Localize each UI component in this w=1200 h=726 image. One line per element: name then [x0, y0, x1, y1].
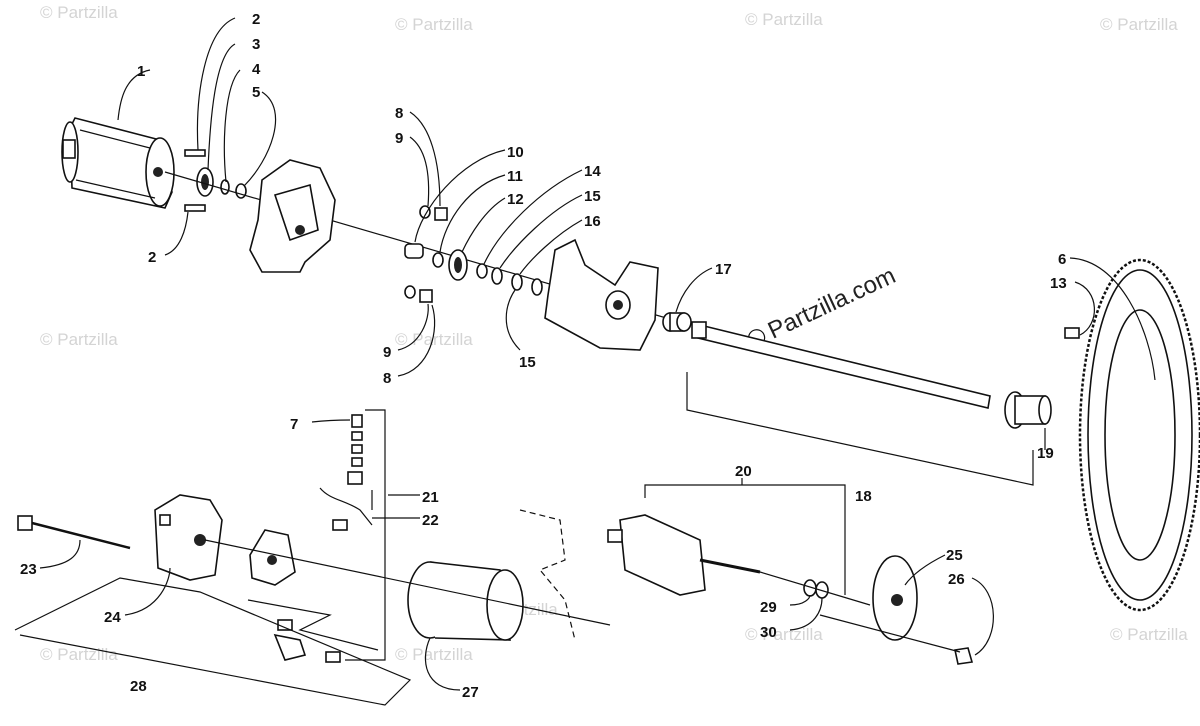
support-bracket-part	[544, 238, 659, 351]
pinion-stack-part	[404, 243, 543, 296]
callout-bracket	[686, 372, 1034, 486]
callout-5: 5	[252, 84, 260, 101]
callout-19: 19	[1037, 445, 1054, 462]
leader-lines	[39, 17, 1156, 691]
watermark: © Partzilla	[745, 625, 823, 644]
watermark: © Partzilla	[1100, 15, 1178, 34]
callout-10: 10	[507, 144, 524, 161]
callout-11: 11	[507, 168, 523, 185]
callout-21: 21	[422, 489, 439, 506]
watermark: © Partzilla	[40, 330, 118, 349]
callout-28: 28	[130, 678, 147, 695]
watermark: © Partzilla	[1110, 625, 1188, 644]
nut-part	[954, 647, 974, 665]
callout-25: 25	[946, 547, 963, 564]
bushing-part	[662, 312, 692, 332]
callout-26: 26	[948, 571, 965, 588]
callout-17: 17	[715, 261, 732, 278]
housing-part	[407, 561, 524, 641]
watermark: © Partzilla	[40, 3, 118, 22]
callout-16: 16	[584, 213, 601, 230]
callout-23: 23	[20, 561, 37, 578]
axis-line	[819, 614, 961, 653]
callout-7: 7	[290, 416, 298, 433]
callout-12: 12	[507, 191, 524, 208]
callout-27: 27	[462, 684, 479, 701]
callout-9: 9	[395, 130, 403, 147]
ring-gear-part	[1078, 258, 1200, 612]
callout-18: 18	[855, 488, 872, 505]
brush-parts	[273, 414, 373, 663]
callout-8: 8	[383, 370, 391, 387]
mounting-bracket-part	[249, 159, 336, 273]
watermark: © Partzilla	[745, 10, 823, 29]
armature-part	[607, 514, 761, 596]
callout-3: 3	[252, 36, 260, 53]
callout-14: 14	[584, 163, 601, 180]
end-plate-part	[872, 555, 918, 641]
callout-8: 8	[395, 105, 403, 122]
through-bolt-part	[17, 515, 131, 550]
bolt-part	[184, 149, 206, 212]
starter-motor-part	[61, 117, 175, 209]
drive-shaft-part	[691, 321, 991, 409]
callout-22: 22	[422, 512, 439, 529]
callout-1: 1	[137, 63, 145, 80]
callout-bracket	[14, 577, 412, 706]
nut-part	[404, 205, 448, 303]
callout-2: 2	[252, 11, 260, 28]
callout-4: 4	[252, 61, 261, 78]
callout-labels: 1 2 3 4 5 2 8 9 10 11 12 14 15 16 15 9 8…	[20, 11, 1067, 701]
dashed-line	[519, 509, 576, 641]
axis-line	[759, 571, 871, 606]
axis-line	[204, 539, 611, 626]
bendix-part	[1004, 391, 1052, 429]
callout-bracket	[644, 484, 846, 595]
callout-13: 13	[1050, 275, 1067, 292]
callout-30: 30	[760, 624, 777, 641]
callout-2: 2	[148, 249, 156, 266]
callout-9: 9	[383, 344, 391, 361]
watermark: © Partzilla	[395, 330, 473, 349]
callout-15: 15	[519, 354, 536, 371]
callout-6: 6	[1058, 251, 1066, 268]
brush-plate-part	[249, 529, 296, 586]
screw-part	[1064, 327, 1080, 339]
watermark: © Partzilla	[395, 15, 473, 34]
callout-bracket	[345, 409, 386, 661]
watermark: © Partzilla	[395, 645, 473, 664]
watermark-center: Partzilla.com	[764, 262, 900, 345]
end-cap-part	[154, 494, 223, 581]
callout-15: 15	[584, 188, 601, 205]
callout-bracket	[247, 599, 379, 651]
callout-29: 29	[760, 599, 777, 616]
callout-20: 20	[735, 463, 752, 480]
callout-24: 24	[104, 609, 121, 626]
watermark: © Partzilla	[40, 645, 118, 664]
